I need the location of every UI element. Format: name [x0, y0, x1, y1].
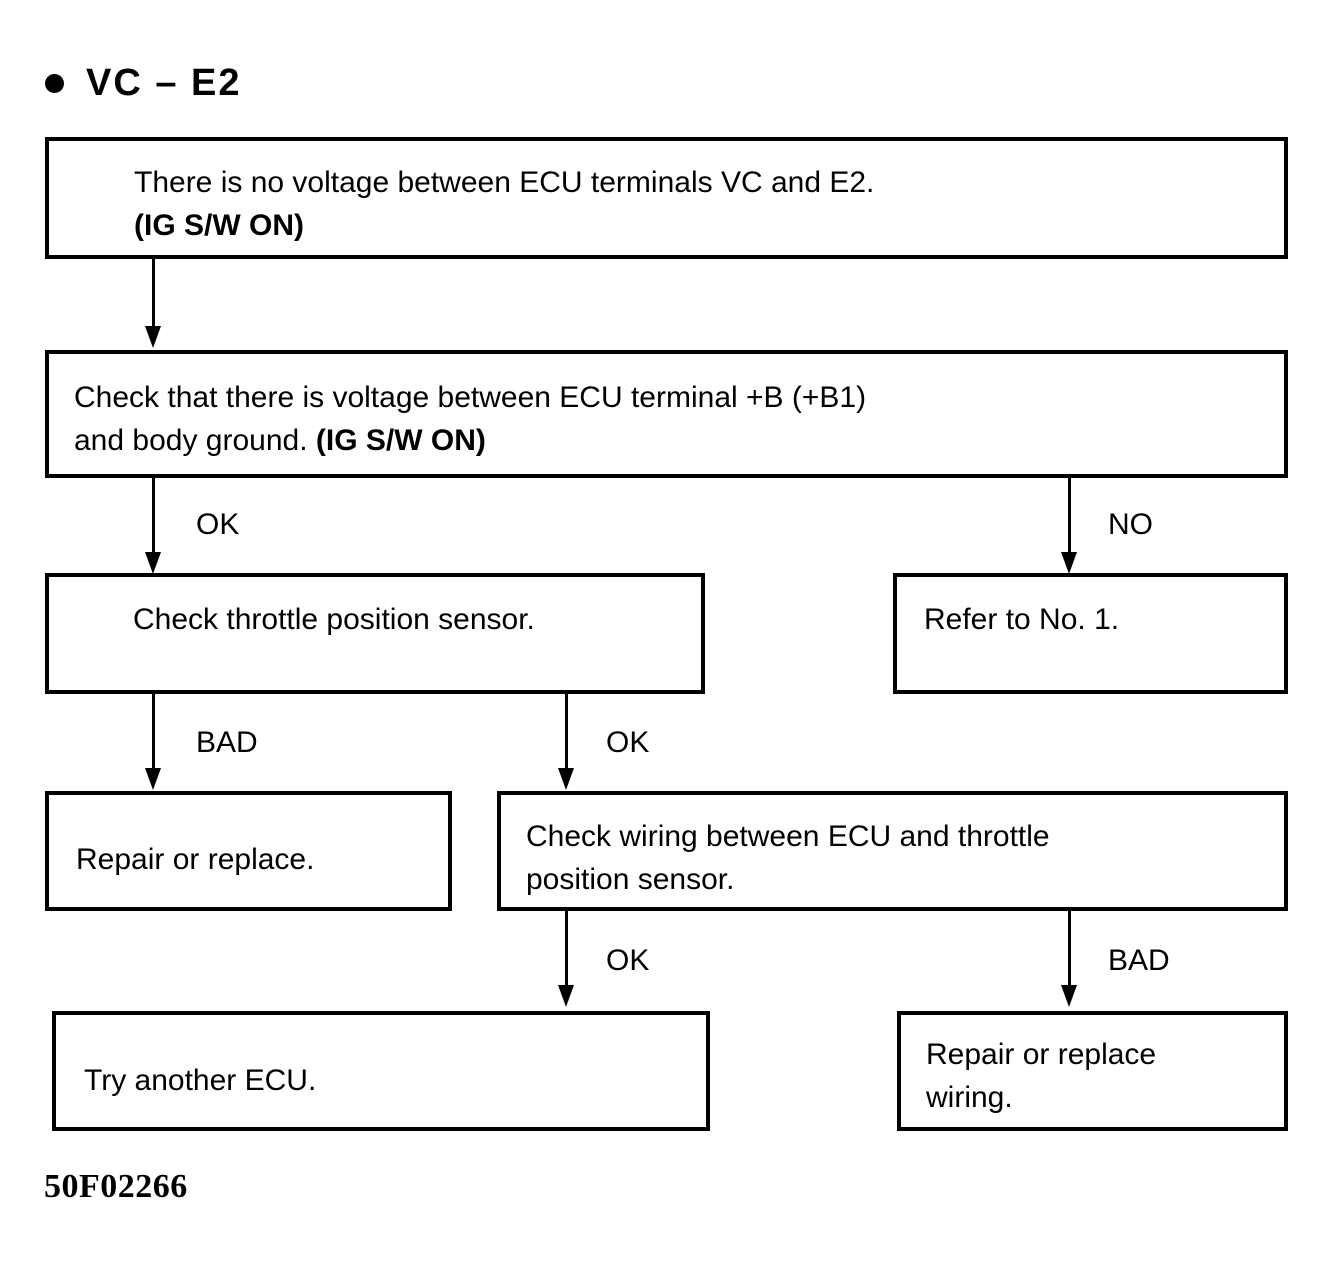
node-symptom-line2: (IG S/W ON) [134, 209, 304, 242]
edge-tps-bad-line [152, 694, 155, 774]
node-check-wiring-line2: position sensor. [526, 863, 735, 896]
edge-check-b-no-line [1068, 478, 1071, 558]
figure-code: 50F02266 [44, 1168, 188, 1205]
node-check-wiring-line1: Check wiring between ECU and throttle [526, 820, 1050, 853]
node-try-another-ecu: Try another ECU. [52, 1011, 710, 1131]
node-check-b-voltage-line1: Check that there is voltage between ECU … [74, 381, 867, 414]
node-symptom: There is no voltage between ECU terminal… [45, 137, 1288, 259]
edge-label-tps-bad: BAD [196, 726, 258, 759]
edge-label-check-b-no: NO [1108, 508, 1153, 541]
edge-label-tps-ok: OK [606, 726, 650, 759]
edge-wiring-ok-arrow [558, 985, 574, 1007]
edge-check-b-no-arrow [1061, 552, 1077, 574]
edge-wiring-bad-line [1068, 911, 1071, 991]
node-check-tps-line1: Check throttle position sensor. [133, 603, 535, 636]
node-repair-wiring-line2: wiring. [926, 1081, 1013, 1114]
node-refer-no-1: Refer to No. 1. [893, 573, 1288, 694]
page-title-text: VC – E2 [86, 62, 242, 104]
node-symptom-line1: There is no voltage between ECU terminal… [134, 166, 875, 199]
edge-tps-ok-line [565, 694, 568, 774]
edge-wiring-ok-line [565, 911, 568, 991]
bullet-icon [45, 73, 64, 93]
node-repair-or-replace-line1: Repair or replace. [76, 843, 315, 876]
edge-label-wiring-ok: OK [606, 944, 650, 977]
node-repair-wiring-line1: Repair or replace [926, 1038, 1157, 1071]
node-repair-wiring: Repair or replace wiring. [897, 1011, 1288, 1131]
edge-symptom-to-check-b-arrow [145, 326, 161, 348]
node-repair-or-replace: Repair or replace. [45, 791, 452, 911]
page-title: VC – E2 [45, 64, 242, 102]
node-check-tps: Check throttle position sensor. [45, 573, 705, 694]
node-try-another-ecu-line1: Try another ECU. [84, 1064, 317, 1097]
edge-label-wiring-bad: BAD [1108, 944, 1170, 977]
node-check-wiring: Check wiring between ECU and throttle po… [497, 791, 1288, 911]
edge-wiring-bad-arrow [1061, 985, 1077, 1007]
edge-check-b-ok-arrow [145, 552, 161, 574]
node-refer-no-1-line1: Refer to No. 1. [924, 603, 1120, 636]
node-check-b-voltage-line2-bold: (IG S/W ON) [315, 424, 486, 457]
node-check-b-voltage: Check that there is voltage between ECU … [45, 350, 1288, 478]
node-check-b-voltage-line2: and body ground. (IG S/W ON) [74, 419, 1284, 462]
node-check-b-voltage-line2-plain: and body ground. [74, 424, 316, 457]
edge-tps-bad-arrow [145, 768, 161, 790]
edge-check-b-ok-line [152, 478, 155, 558]
edge-tps-ok-arrow [558, 768, 574, 790]
edge-symptom-to-check-b-line [152, 259, 155, 332]
edge-label-check-b-ok: OK [196, 508, 240, 541]
